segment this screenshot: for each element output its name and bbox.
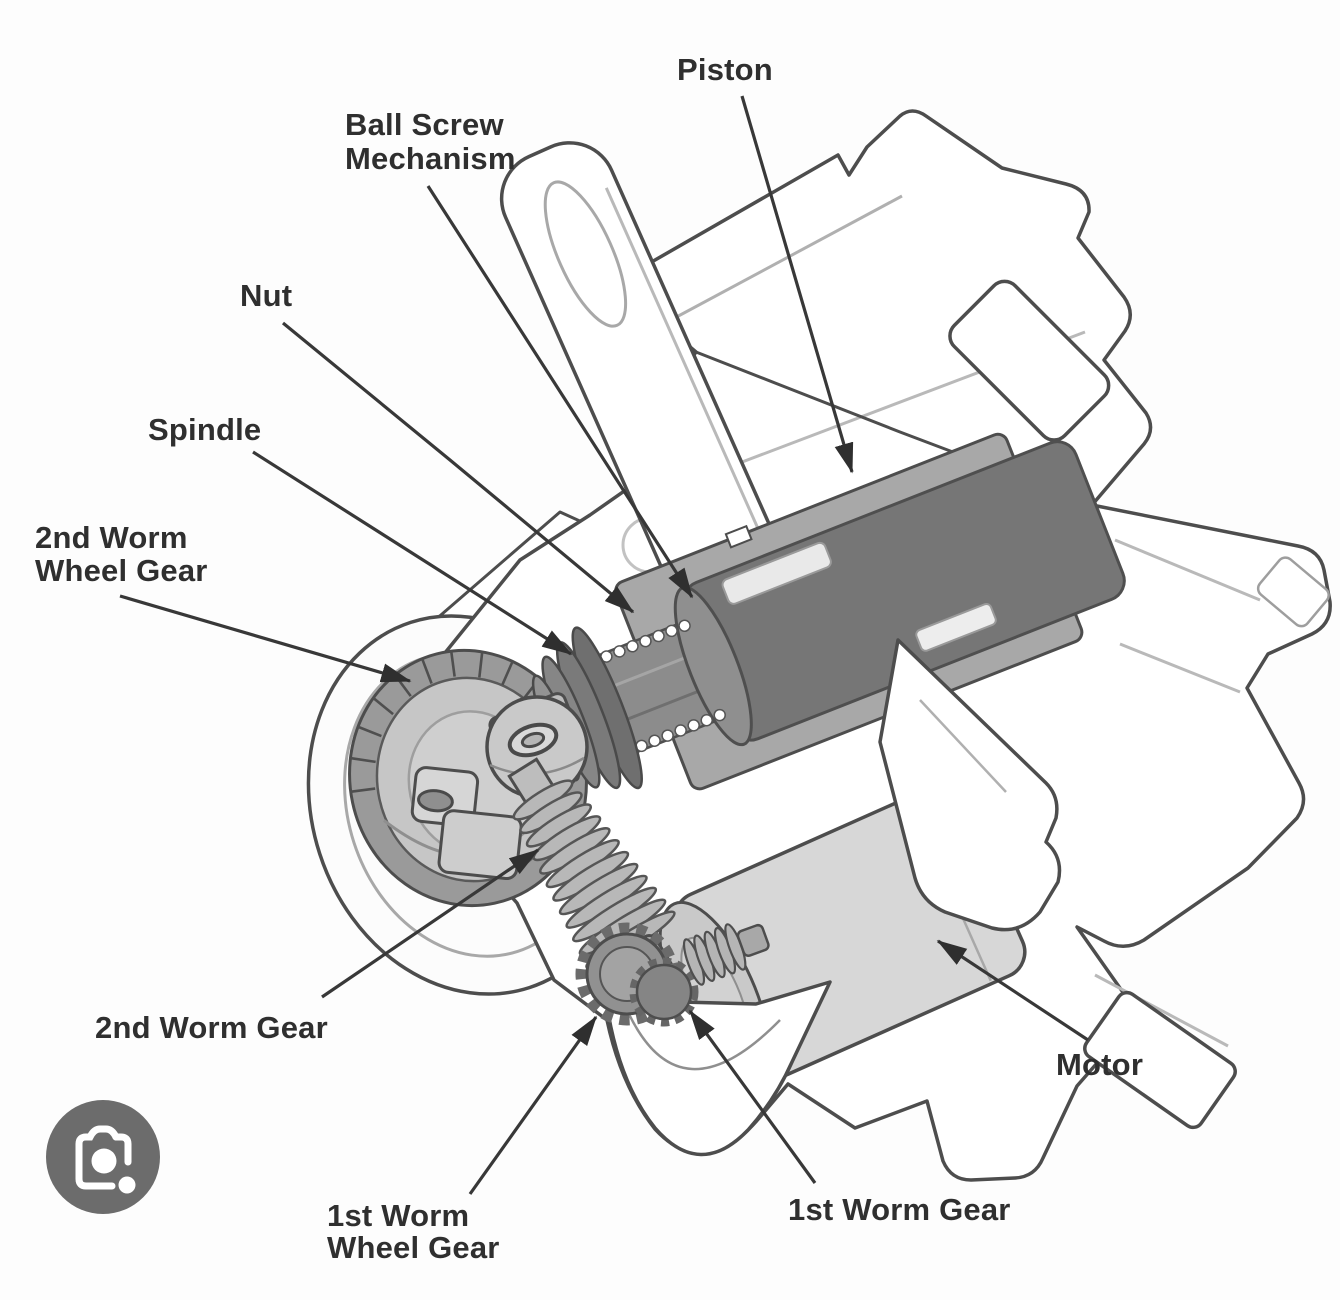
label-worm-gear-1st: 1st Worm Gear xyxy=(788,1192,1011,1227)
leader-nut xyxy=(281,321,635,614)
lens-camera-button[interactable] xyxy=(46,1100,160,1214)
part-labels: Piston Ball Screw Mechanism Nut Spindle … xyxy=(35,52,1143,1265)
label-worm-wheel-1st-line1: 1st Worm xyxy=(327,1198,469,1233)
piston xyxy=(673,440,1126,747)
label-spindle: Spindle xyxy=(148,412,261,447)
leader-spindle xyxy=(252,450,573,656)
label-worm-wheel-2nd-line2: Wheel Gear xyxy=(35,553,208,588)
leader-worm-wheel-1st xyxy=(468,1015,598,1195)
label-nut: Nut xyxy=(240,278,292,313)
camera-lens-icon xyxy=(75,1125,132,1190)
leader-piston xyxy=(740,95,854,474)
label-ball-screw-line1: Ball Screw xyxy=(345,107,504,142)
leader-motor xyxy=(936,939,1089,1042)
leader-ball-screw xyxy=(426,185,694,599)
leader-worm-wheel-2nd xyxy=(119,594,412,683)
brake-caliper-illustration xyxy=(306,109,1332,1182)
body-tab-slot xyxy=(1256,556,1330,628)
body-lower-slot xyxy=(1083,990,1237,1130)
label-motor: Motor xyxy=(1056,1047,1143,1082)
caliper-arm xyxy=(499,141,784,620)
motor-bracket xyxy=(878,638,1062,932)
leader-worm-gear-2nd xyxy=(321,848,540,999)
label-worm-wheel-2nd-line1: 2nd Worm xyxy=(35,520,188,555)
worm-gear-1st xyxy=(682,923,770,986)
leader-worm-gear-1st xyxy=(688,1009,817,1184)
label-piston: Piston xyxy=(677,52,773,87)
worm-wheel-gear-1st xyxy=(575,922,699,1027)
body-window-slot xyxy=(948,279,1111,442)
label-ball-screw-line2: Mechanism xyxy=(345,141,516,176)
label-worm-wheel-1st-line2: Wheel Gear xyxy=(327,1230,500,1265)
label-worm-gear-2nd: 2nd Worm Gear xyxy=(95,1010,328,1045)
leader-lines xyxy=(119,95,1089,1195)
